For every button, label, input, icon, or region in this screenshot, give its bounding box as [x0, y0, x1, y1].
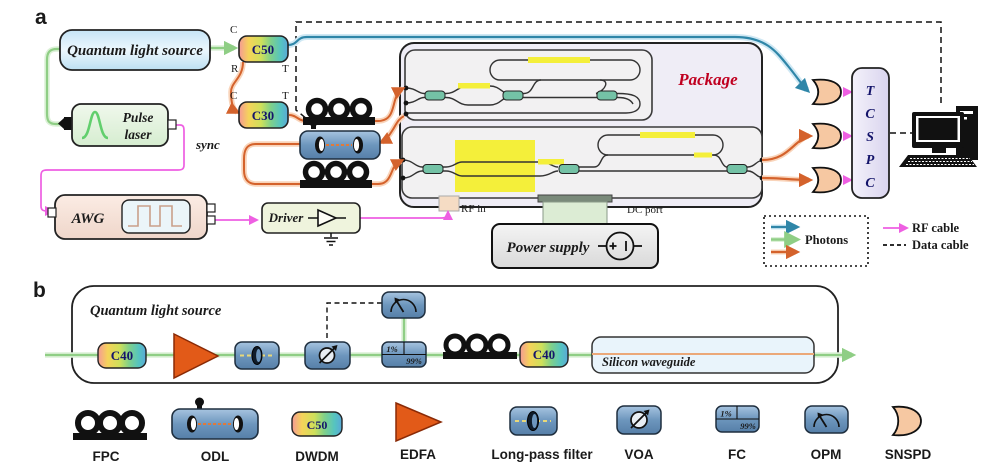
c50-port-r: R [231, 63, 239, 75]
fiber-odl-fpc2-to-chip [241, 141, 405, 187]
panel-a-label: a [35, 6, 47, 29]
quantum-light-source-label: Quantum light source [67, 43, 203, 59]
package-label: Package [677, 70, 738, 89]
odl-icon [299, 117, 381, 160]
long-pass-filter-panel-b [234, 341, 280, 370]
c50-label: C50 [252, 42, 274, 57]
c50-port-c: C [230, 24, 237, 36]
quantum-light-source-box [59, 29, 211, 71]
legend-fc-tap-top: 1% [720, 409, 731, 419]
legend-edfa-icon [395, 401, 443, 443]
top-chip-interferometer [403, 49, 653, 121]
dc-port-connector [537, 194, 613, 225]
legend-dwdm-icon [291, 411, 343, 437]
c50-port-t: T [282, 63, 289, 75]
fc-panel-b [381, 341, 427, 368]
snspd-2 [811, 122, 842, 150]
computer-icon [899, 106, 978, 167]
fiber-c50-t-to-snspd1 [287, 34, 811, 94]
fc-tap-bottom-label: 99% [406, 356, 422, 366]
c30-dwdm-box [238, 101, 289, 129]
tcspc-letter-0: T [866, 84, 876, 99]
legend-odl-label: ODL [201, 449, 230, 464]
data-cable-legend-label: Data cable [912, 238, 969, 252]
photons-legend-label: Photons [805, 233, 848, 247]
legend-fc-icon [715, 405, 760, 433]
c30-port-c: C [230, 90, 237, 102]
opm-panel-b [381, 291, 426, 319]
fpc-panel-b [443, 333, 517, 359]
fiber-c50-r-to-c30 [225, 61, 246, 115]
rf-in-label: RF in [461, 203, 486, 215]
fpc1-icon [303, 97, 375, 125]
c40-dwdm-box-2 [519, 341, 569, 368]
legend-dwdm-label: DWDM [295, 449, 339, 464]
legend-long-pass-filter-label: Long-pass filter [491, 447, 593, 462]
pulse-laser-label-2: laser [125, 127, 153, 142]
rf-cable-sync [40, 124, 185, 217]
tcspc-letter-4: C [865, 176, 875, 191]
legend-fc-label: FC [728, 447, 746, 462]
c50-dwdm-box [238, 35, 289, 63]
pulse-laser-box [58, 103, 177, 147]
tcspc-letter-1: C [865, 107, 875, 122]
dc-port-label: DC port [627, 204, 663, 216]
awg-box [47, 194, 216, 240]
legend-snspd-icon [891, 405, 922, 437]
snspd-3 [811, 166, 842, 194]
c30-port-t: T [282, 90, 289, 102]
c40-dwdm-box-1 [97, 342, 147, 369]
power-supply-label: Power supply [507, 240, 590, 256]
ground-symbol [324, 233, 338, 246]
bottom-chip-interferometer [400, 126, 765, 199]
power-supply-box [491, 223, 659, 269]
driver-box [261, 202, 361, 246]
panel-b-title: Quantum light source [90, 303, 222, 319]
fiber-chip-to-snspd3 [761, 172, 814, 188]
legend-snspd-label: SNSPD [885, 447, 932, 462]
fpc2-icon [300, 160, 372, 188]
legend-opm-icon [804, 405, 849, 434]
legend-odl-icon [171, 397, 259, 440]
legend-dwdm-chip-label: C50 [307, 418, 328, 432]
legend-edfa-label: EDFA [400, 447, 436, 462]
data-cable-opm-to-voa [326, 302, 382, 340]
legend-voa-label: VOA [624, 447, 654, 462]
tcspc-box [851, 67, 890, 199]
legend-voa-icon [616, 405, 662, 435]
panel-b-label: b [33, 279, 46, 302]
pulse-laser-label-1: Pulse [123, 110, 154, 125]
legend-fpc-icon [73, 410, 147, 440]
photons-legend-box [763, 215, 869, 267]
c30-label: C30 [252, 108, 274, 123]
sync-label: sync [195, 137, 220, 152]
silicon-waveguide-label: Silicon waveguide [602, 355, 696, 369]
legend-fc-tap-bottom: 99% [740, 421, 756, 431]
fc-tap-top-label: 1% [386, 344, 397, 354]
legend-opm-label: OPM [811, 447, 842, 462]
c40-label-1: C40 [111, 348, 133, 363]
rf-in-connector [438, 195, 460, 212]
fiber-laser-to-qls [44, 46, 72, 127]
rf-cable-legend-label: RF cable [912, 221, 960, 235]
tcspc-letter-2: S [866, 130, 874, 145]
voa-panel-b [304, 341, 351, 370]
tcspc-letter-3: P [866, 153, 875, 168]
legend-long-pass-filter-icon [509, 406, 558, 436]
edfa-icon-panel-b [173, 332, 220, 380]
snspd-1 [811, 78, 842, 106]
fiber-chip-to-snspd2 [761, 128, 814, 163]
data-cable-odl-to-computer [295, 21, 942, 125]
silicon-waveguide-box [591, 336, 815, 374]
driver-label: Driver [268, 210, 305, 225]
rf-cable-driver-to-rfin [360, 209, 454, 221]
fiber-chip-to-odl [378, 113, 406, 145]
legend-fpc-label: FPC [93, 449, 120, 464]
awg-label: AWG [71, 211, 105, 227]
c40-label-2: C40 [533, 347, 555, 362]
fiber-c30-t-fpc1-to-chip [288, 86, 406, 124]
